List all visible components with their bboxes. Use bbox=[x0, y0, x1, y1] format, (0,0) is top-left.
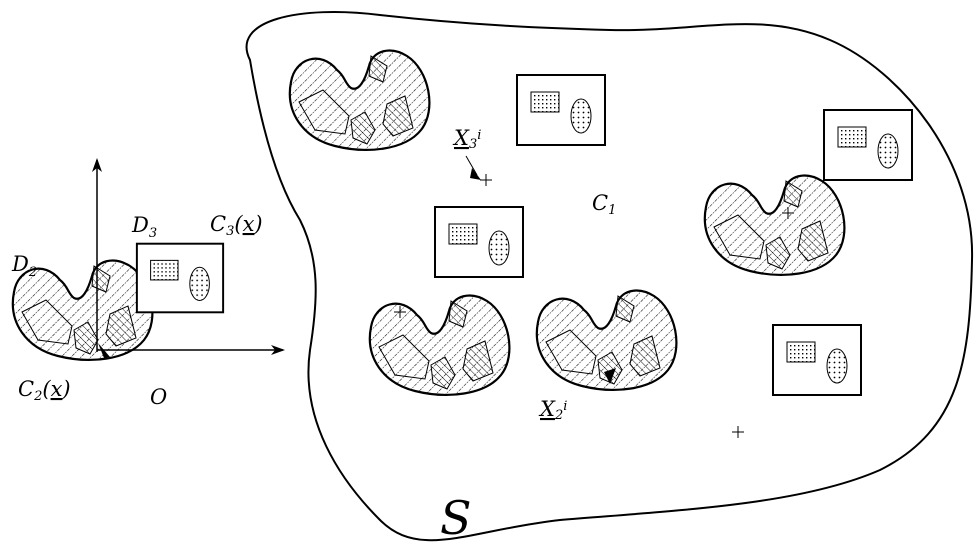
box-D3 bbox=[135, 242, 225, 314]
label-C3x: C3(x) bbox=[210, 212, 263, 239]
box-instance-3 bbox=[434, 206, 524, 278]
box-instance-4 bbox=[772, 324, 862, 396]
label-C1: C1 bbox=[592, 191, 616, 218]
origin-pointer bbox=[98, 343, 110, 358]
plus-marker-4 bbox=[731, 425, 745, 439]
label-D2: D2 bbox=[11, 252, 37, 280]
box-instance-1 bbox=[516, 74, 606, 146]
label-O: O bbox=[150, 385, 167, 409]
x3i-arrowhead bbox=[470, 168, 481, 180]
x3i-pointer bbox=[465, 155, 478, 176]
blob-instance-3 bbox=[368, 294, 511, 396]
label-D3: D3 bbox=[131, 213, 157, 241]
label-X2i: X2i bbox=[538, 397, 567, 423]
blob-instance-1 bbox=[288, 49, 431, 151]
region-S-boundary bbox=[245, 11, 974, 542]
label-C2x: C2(x) bbox=[18, 377, 71, 404]
label-X3i: X3i bbox=[452, 126, 481, 152]
x2i-arrowhead bbox=[604, 368, 616, 384]
label-S: S bbox=[440, 491, 472, 544]
box-instance-2 bbox=[823, 109, 913, 181]
plus-marker-1 bbox=[479, 173, 493, 187]
blob-instance-2 bbox=[703, 174, 846, 276]
